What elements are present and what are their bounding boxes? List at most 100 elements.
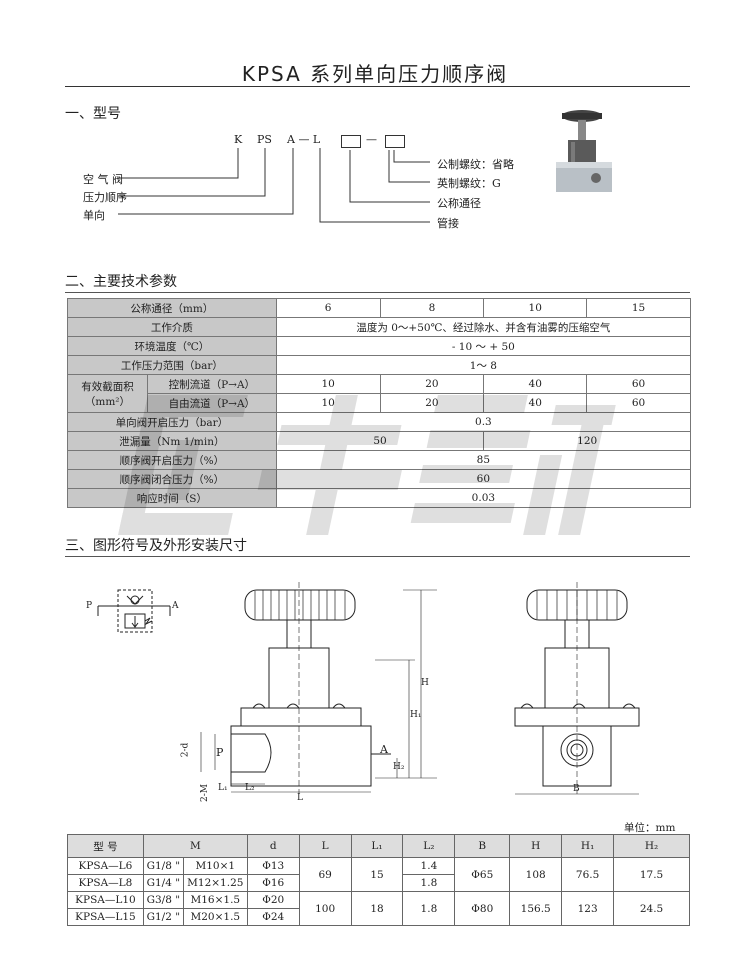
column-header: H <box>509 834 563 858</box>
table-row: 环境温度（℃） - 10 ～ + 50 <box>67 336 692 356</box>
valve-symbol <box>97 589 171 633</box>
row-label: 顺序阀开启压力（%） <box>67 450 277 470</box>
table-header-row: 型 号 M d L L₁ L₂ B H H₁ H₂ <box>67 834 690 858</box>
row-label: 控制流道（P→A） <box>146 374 277 394</box>
row-label: 环境温度（℃） <box>67 336 277 356</box>
l2-cell: 1.8 <box>402 891 456 926</box>
model-cell: KPSA—L10 <box>67 891 144 909</box>
table-cell: 15 <box>586 298 691 318</box>
model-cell: KPSA—L6 <box>67 857 144 875</box>
label-nominal-diameter: 公称通径 <box>437 197 481 210</box>
table-row: 工作压力范围（bar） 1～ 8 <box>67 355 692 375</box>
column-header: 型 号 <box>67 834 144 858</box>
dimensions-table: 型 号 M d L L₁ L₂ B H H₁ H₂ KPSA—L6 G1/8 "… <box>67 834 690 926</box>
model-cell: KPSA—L15 <box>67 908 144 926</box>
thread-m-cell: M16×1.5 <box>182 891 248 909</box>
drawing-label-p: P <box>216 746 224 759</box>
section-model-heading: 一、型号 <box>65 106 121 122</box>
thread-g-cell: G1/2 " <box>142 908 184 926</box>
code-ps: PS <box>257 133 272 146</box>
row-label: 工作介质 <box>67 317 277 337</box>
table-row: KPSA—L10 G3/8 " M16×1.5 Φ20 100 18 1.8 Φ… <box>67 891 690 926</box>
section-drawing-rule <box>65 556 690 557</box>
table-row: 工作介质 温度为 0～+50℃、经过除水、并含有油雾的压缩空气 <box>67 317 692 337</box>
table-cell: 温度为 0～+50℃、经过除水、并含有油雾的压缩空气 <box>275 317 692 337</box>
d-cell: Φ16 <box>246 874 300 892</box>
column-header: L₁ <box>350 834 404 858</box>
title-rule <box>65 86 690 87</box>
d-cell: Φ20 <box>246 891 300 909</box>
table-cell: 6 <box>275 298 381 318</box>
table-row: 响应时间（S） 0.03 <box>67 488 692 508</box>
code-box-2 <box>385 135 405 148</box>
row-label: 响应时间（S） <box>67 488 277 508</box>
thread-m-cell: M12×1.25 <box>182 874 248 892</box>
column-header: M <box>142 834 248 858</box>
h1-cell: 76.5 <box>561 857 615 892</box>
table-row: 有效截面积 （mm²） 控制流道（P→A） 10 20 40 60 <box>67 374 691 413</box>
row-label: 单向阀开启压力（bar） <box>67 412 277 432</box>
column-header: d <box>246 834 300 858</box>
l1-cell: 15 <box>350 857 404 892</box>
dim-label-2m: 2-M <box>199 784 210 802</box>
h1-cell: 123 <box>561 891 615 926</box>
l2-cell: 1.8 <box>402 874 456 892</box>
column-header: L₂ <box>402 834 456 858</box>
code-k: K <box>234 133 243 146</box>
h2-cell: 17.5 <box>613 857 690 892</box>
unit-label: 单位：mm <box>624 822 676 834</box>
l-cell: 100 <box>298 891 352 926</box>
label-air-valve: 空 气 阀 <box>83 173 123 186</box>
symbol-label-a: A <box>172 601 179 611</box>
table-row: KPSA—L15 G1/2 " M20×1.5 Φ24 <box>67 908 690 926</box>
label-imperial-thread: 英制螺纹：G <box>437 177 501 190</box>
h2-cell: 24.5 <box>613 891 690 926</box>
b-cell: Φ80 <box>454 891 511 926</box>
dim-label-h: H <box>421 678 429 688</box>
table-cell: 0.03 <box>275 488 692 508</box>
dim-label-2d: 2-d <box>180 742 191 758</box>
table-row: 泄漏量（Nm 1/min） 50 120 <box>67 431 691 451</box>
section-params-heading: 二、主要技术参数 <box>65 274 177 290</box>
column-header: B <box>454 834 511 858</box>
dim-label-h2: H₂ <box>393 762 405 772</box>
thread-g-cell: G1/4 " <box>142 874 184 892</box>
side-view-drawing <box>514 582 640 795</box>
section-drawing-heading: 三、图形符号及外形安装尺寸 <box>65 538 247 554</box>
code-box-1 <box>341 135 361 148</box>
label-pressure-sequence: 压力顺序 <box>83 191 127 204</box>
label-one-way: 单向 <box>83 209 105 222</box>
table-cell: - 10 ～ + 50 <box>275 336 692 356</box>
b-cell: Φ65 <box>454 857 511 892</box>
area-unit: （mm²） <box>84 395 131 408</box>
row-label: 自由流道（P→A） <box>146 393 277 413</box>
thread-g-cell: G1/8 " <box>142 857 184 875</box>
table-row: 公称通径（mm） 6 8 10 15 <box>67 298 691 318</box>
area-label: 有效截面积 <box>81 380 134 393</box>
l-cell: 69 <box>298 857 352 892</box>
column-header: H₁ <box>561 834 615 858</box>
h-cell: 108 <box>509 857 563 892</box>
symbol-label-p: P <box>86 601 93 611</box>
thread-g-cell: G3/8 " <box>142 891 184 909</box>
table-row: KPSA—L6 G1/8 " M10×1 Φ13 69 15 1.4 Φ65 1… <box>67 857 690 892</box>
table-row: 单向阀开启压力（bar） 0.3 <box>67 412 692 432</box>
dim-label-h1: H₁ <box>410 710 422 720</box>
row-label-area: 有效截面积 （mm²） <box>67 374 148 413</box>
row-label: 泄漏量（Nm 1/min） <box>67 431 277 451</box>
model-code-leader-lines <box>118 148 430 223</box>
drawing-label-a: A <box>380 743 388 756</box>
section-params-rule <box>65 292 690 293</box>
dim-label-l: L <box>297 793 303 803</box>
dim-label-b: B <box>573 784 580 794</box>
label-pipe-joint: 管接 <box>437 217 459 230</box>
label-metric-thread: 公制螺纹：省略 <box>437 158 514 171</box>
dim-label-l2: L₂ <box>245 783 255 793</box>
model-cell: KPSA—L8 <box>67 874 144 892</box>
technical-params-table: 公称通径（mm） 6 8 10 15 工作介质 温度为 0～+50℃、经过除水、… <box>67 298 692 508</box>
d-cell: Φ24 <box>246 908 300 926</box>
l1-cell: 18 <box>350 891 404 926</box>
row-label: 公称通径（mm） <box>67 298 277 318</box>
column-header: H₂ <box>613 834 690 858</box>
table-cell: 1～ 8 <box>275 355 692 375</box>
